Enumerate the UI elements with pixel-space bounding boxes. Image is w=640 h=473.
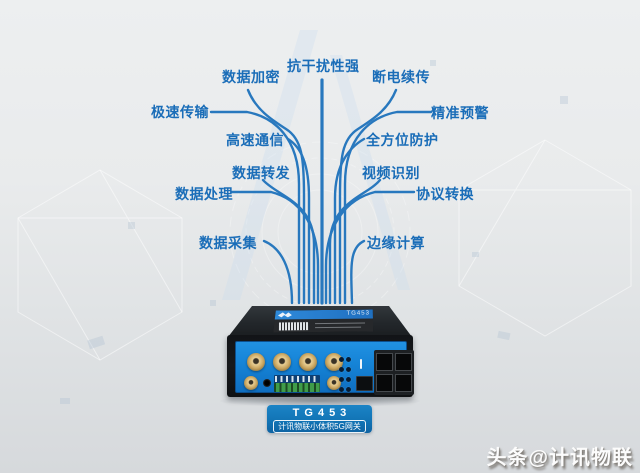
device-label-sticker: TG453 bbox=[273, 309, 373, 332]
feature-label-protocol-conversion: 协议转换 bbox=[416, 186, 474, 202]
feature-label-data-collection: 数据采集 bbox=[199, 235, 257, 251]
antenna-port bbox=[325, 353, 343, 371]
model-plate: TG453 计讯物联小体积5G网关 bbox=[267, 405, 372, 433]
feature-label-fast-transmission: 极速传输 bbox=[151, 104, 209, 120]
ethernet-port bbox=[395, 353, 412, 371]
sim-eject-mark bbox=[360, 359, 362, 369]
ethernet-port bbox=[376, 374, 393, 392]
device-top-surface: TG453 bbox=[228, 306, 412, 337]
led-indicator bbox=[346, 377, 351, 382]
device-front-panel bbox=[235, 341, 414, 395]
ethernet-port bbox=[376, 353, 393, 371]
terminal-block bbox=[274, 375, 320, 392]
led-indicator bbox=[339, 357, 344, 362]
feature-label-data-processing: 数据处理 bbox=[175, 186, 233, 202]
led-indicator bbox=[346, 357, 351, 362]
device-front-face bbox=[227, 335, 414, 397]
barcode bbox=[278, 322, 308, 330]
sticker-model-text: TG453 bbox=[346, 310, 370, 317]
feature-label-data-encryption: 数据加密 bbox=[222, 69, 280, 85]
terminal-pin-labels bbox=[275, 376, 319, 382]
sticker-text-line bbox=[315, 323, 365, 325]
feature-label-resume-transfer: 断电续传 bbox=[372, 69, 430, 85]
feature-label-data-forwarding: 数据转发 bbox=[232, 165, 290, 181]
sticker-brand-band: TG453 bbox=[273, 309, 373, 319]
gateway-device: TG453 bbox=[220, 305, 420, 407]
brand-logo-icon bbox=[278, 312, 292, 317]
model-subtitle: 计讯物联小体积5G网关 bbox=[273, 420, 366, 433]
feature-label-all-round-protection: 全方位防护 bbox=[366, 132, 439, 148]
feature-label-precise-warning: 精准预警 bbox=[431, 105, 489, 121]
led-indicator bbox=[339, 377, 344, 382]
feature-label-edge-computing: 边缘计算 bbox=[367, 235, 425, 251]
led-indicator bbox=[339, 387, 344, 392]
terminal-connector bbox=[274, 383, 320, 392]
led-indicator bbox=[346, 367, 351, 372]
antenna-port bbox=[247, 353, 265, 371]
antenna-port bbox=[244, 376, 258, 390]
reset-button bbox=[263, 379, 271, 387]
antenna-port bbox=[327, 376, 341, 390]
sim-slot bbox=[356, 376, 373, 391]
feature-label-high-speed-comm: 高速通信 bbox=[226, 132, 284, 148]
antenna-port bbox=[299, 353, 317, 371]
feature-label-anti-interference: 抗干扰性强 bbox=[287, 58, 360, 74]
led-indicator bbox=[339, 367, 344, 372]
sticker-text-line bbox=[315, 327, 361, 328]
device-shadow bbox=[220, 395, 420, 407]
model-number: TG453 bbox=[292, 407, 352, 419]
antenna-port bbox=[273, 353, 291, 371]
feature-label-video-recognition: 视频识别 bbox=[362, 165, 420, 181]
watermark: 头条@计讯物联 bbox=[486, 447, 633, 469]
led-indicator bbox=[346, 387, 351, 392]
ethernet-port bbox=[395, 374, 412, 392]
